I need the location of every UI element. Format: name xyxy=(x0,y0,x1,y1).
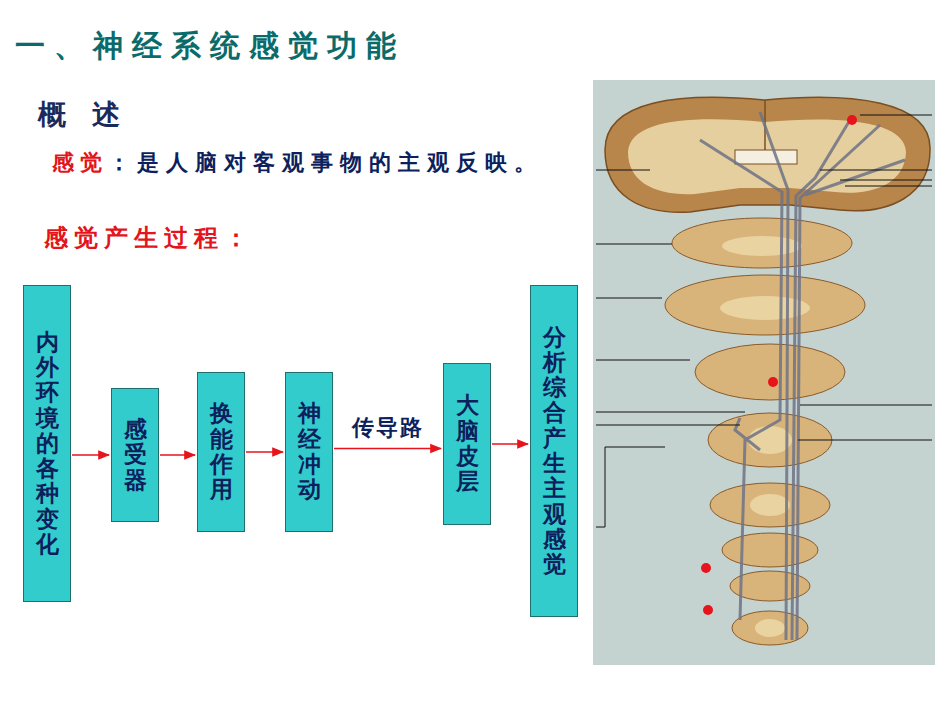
leader-line xyxy=(596,170,650,171)
tract-line xyxy=(805,160,905,195)
definition-text: ：是人脑对客观事物的主观反映。 xyxy=(108,148,543,178)
flow-arrow xyxy=(334,448,441,450)
red-dot xyxy=(703,605,713,615)
midbrain-section xyxy=(672,218,852,268)
flow-arrow xyxy=(492,443,528,445)
box-text: 神经冲动 xyxy=(298,401,321,502)
marker-dots xyxy=(701,115,857,615)
flow-arrow xyxy=(160,454,195,456)
process-box: 感受器 xyxy=(111,388,159,522)
gray-matter xyxy=(755,619,785,637)
leader-line xyxy=(596,447,665,527)
leader-line xyxy=(840,180,932,181)
process-box: 换能作用 xyxy=(197,372,245,532)
red-dot xyxy=(847,115,857,125)
section-heading: 概 述 xyxy=(38,96,128,134)
edge-label: 传导路 xyxy=(352,413,424,443)
leader-line xyxy=(596,425,740,426)
slide-title: 一、神经系统感觉功能 xyxy=(15,26,405,67)
process-box: 内外环境的各种变化 xyxy=(23,285,71,602)
illustration-ground xyxy=(593,80,935,665)
leader-line xyxy=(596,360,690,361)
flow-arrow xyxy=(72,454,109,456)
tract-line xyxy=(735,418,760,450)
leader-line xyxy=(596,244,672,245)
tract-line xyxy=(797,125,880,640)
process-box: 分析综合产生主观感觉 xyxy=(530,285,578,617)
box-text: 换能作用 xyxy=(210,401,233,502)
leader-line xyxy=(845,186,932,187)
ventricle xyxy=(735,150,797,164)
cord-section xyxy=(722,533,818,567)
term-label: 感觉 xyxy=(52,148,108,178)
gray-matter xyxy=(722,236,802,256)
tract-line xyxy=(760,112,788,640)
tract-line xyxy=(700,140,782,620)
box-text: 内外环境的各种变化 xyxy=(36,330,59,558)
cord-section xyxy=(710,483,830,527)
flow-arrow xyxy=(246,451,283,453)
process-heading: 感觉产生过程： xyxy=(44,222,254,254)
leader-line xyxy=(820,170,932,171)
red-dot xyxy=(701,563,711,573)
process-box: 大脑皮层 xyxy=(443,363,491,525)
process-box: 神经冲动 xyxy=(285,372,333,532)
pons-section xyxy=(665,275,865,335)
leader-line xyxy=(860,115,932,116)
box-text: 分析综合产生主观感觉 xyxy=(543,325,566,578)
box-text: 感受器 xyxy=(124,417,147,493)
leader-lines xyxy=(596,115,932,527)
leader-line xyxy=(800,405,932,406)
leader-line xyxy=(596,298,662,299)
box-text: 大脑皮层 xyxy=(456,393,479,494)
red-dot xyxy=(768,377,778,387)
nerve-tracts xyxy=(700,112,905,640)
medulla-section xyxy=(695,344,845,400)
leader-line xyxy=(596,412,745,413)
leader-line xyxy=(798,440,932,441)
gray-matter xyxy=(750,494,790,516)
